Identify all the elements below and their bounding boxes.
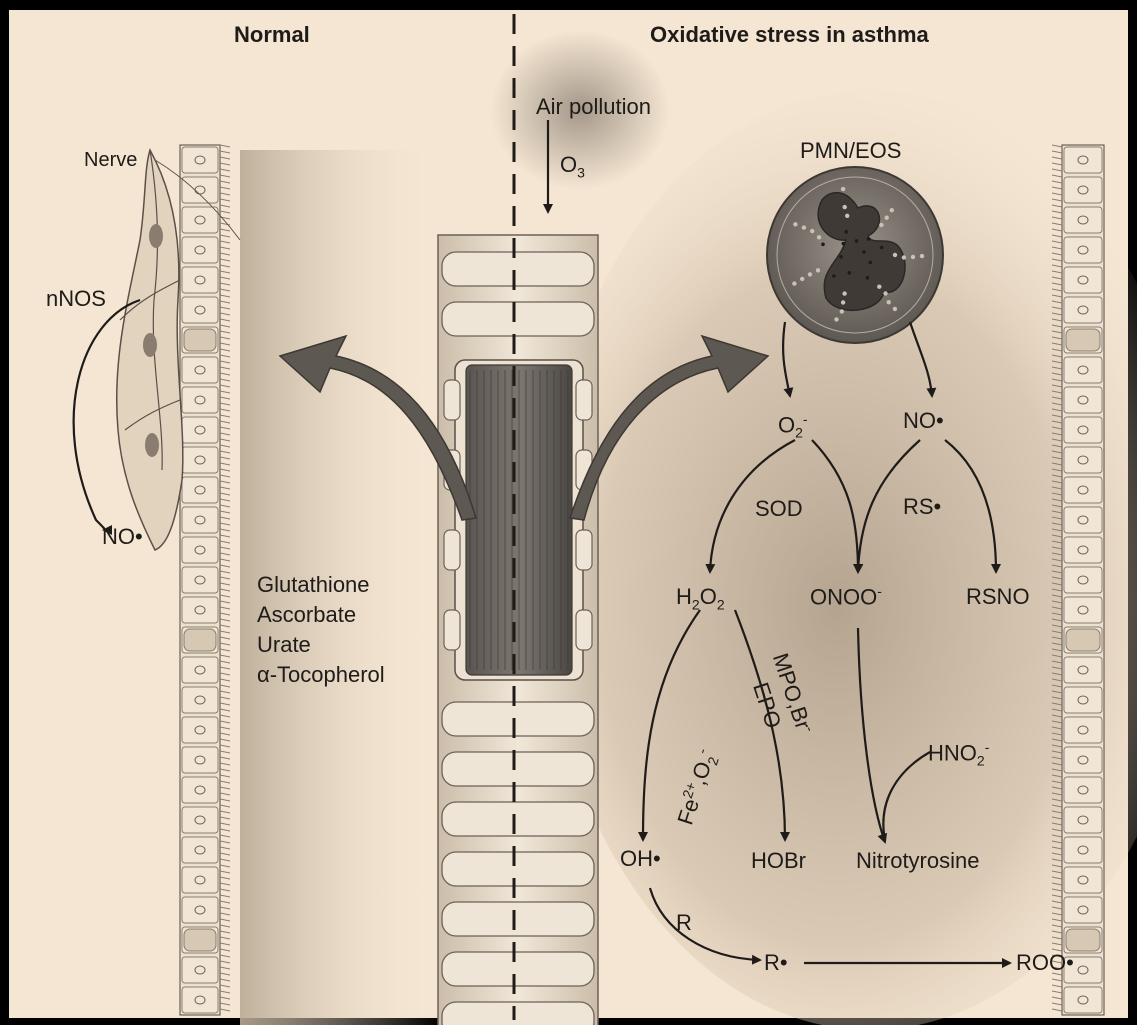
airway xyxy=(438,235,598,1025)
nitrite-label: HNO2- xyxy=(928,740,989,768)
sod-label: SOD xyxy=(755,498,803,520)
antioxidant-ascorbate: Ascorbate xyxy=(257,600,385,630)
r-radical-label: R• xyxy=(764,952,788,974)
left-no-radical: NO• xyxy=(102,526,143,548)
rsno-label: RSNO xyxy=(966,586,1030,608)
nitric-oxide-label: NO• xyxy=(903,410,944,432)
nitrotyrosine-label: Nitrotyrosine xyxy=(856,850,979,872)
r-label: R xyxy=(676,912,692,934)
hydroxyl-radical-label: OH• xyxy=(620,848,661,870)
rs-radical-label: RS• xyxy=(903,496,941,518)
antioxidant-glutathione: Glutathione xyxy=(257,570,385,600)
antioxidant-urate: Urate xyxy=(257,630,385,660)
ozone-label: O3 xyxy=(560,154,585,179)
superoxide-label: O2- xyxy=(778,412,808,440)
pmn-eos-cell xyxy=(767,167,943,343)
nerve-label: Nerve xyxy=(84,150,137,170)
antioxidant-tocopherol: α-Tocopherol xyxy=(257,660,385,690)
peroxynitrite-label: ONOO- xyxy=(810,584,882,608)
heading-oxidative-stress: Oxidative stress in asthma xyxy=(650,24,929,46)
nnos-label: nNOS xyxy=(46,288,106,310)
air-pollution-label: Air pollution xyxy=(536,96,651,118)
hydrogen-peroxide-label: H2O2 xyxy=(676,586,725,611)
antioxidant-list: Glutathione Ascorbate Urate α-Tocopherol xyxy=(257,570,385,690)
pmn-eos-label: PMN/EOS xyxy=(800,140,901,162)
heading-normal: Normal xyxy=(234,24,310,46)
roo-radical-label: ROO• xyxy=(1016,952,1074,974)
hobr-label: HOBr xyxy=(751,850,806,872)
